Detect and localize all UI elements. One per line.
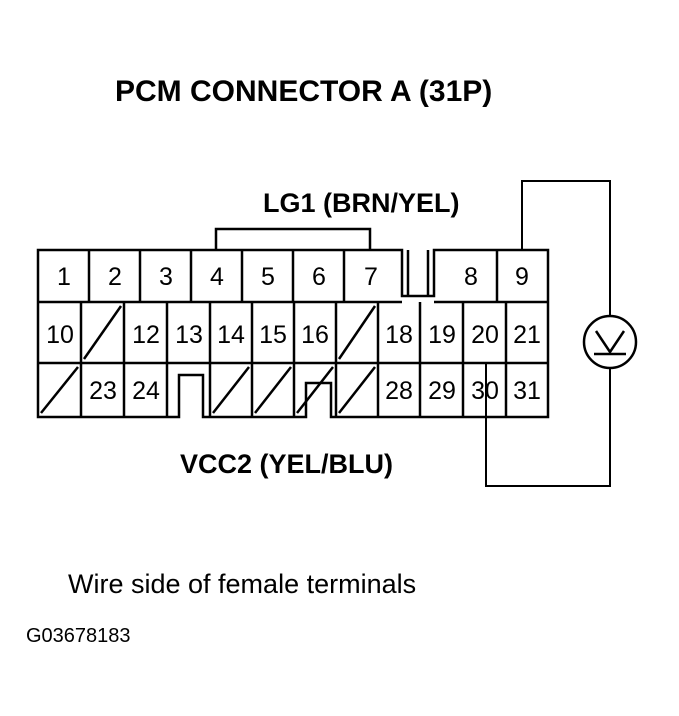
pin-label: 2 bbox=[108, 263, 122, 291]
pin-label: 15 bbox=[259, 321, 287, 349]
pin-label: 28 bbox=[385, 377, 413, 405]
diagram-title: PCM CONNECTOR A (31P) bbox=[115, 75, 492, 108]
pin-label: 23 bbox=[89, 377, 117, 405]
lg1-wire-label: LG1 (BRN/YEL) bbox=[263, 188, 460, 218]
voltmeter-icon bbox=[582, 314, 638, 370]
pin-label: 9 bbox=[515, 263, 529, 291]
lg1-test-lead bbox=[521, 180, 611, 317]
pin-label: 19 bbox=[428, 321, 456, 349]
figure-code: G03678183 bbox=[26, 625, 131, 647]
pin-label: 5 bbox=[261, 263, 275, 291]
pin-label: 4 bbox=[210, 263, 224, 291]
pin-label: 24 bbox=[132, 377, 160, 405]
pin-label: 8 bbox=[464, 263, 478, 291]
row3-cell-dividers bbox=[79, 363, 508, 417]
row1-cell-dividers bbox=[87, 250, 499, 302]
pin-label: 10 bbox=[46, 321, 74, 349]
vcc2-test-lead bbox=[485, 363, 611, 487]
pin-label: 14 bbox=[217, 321, 245, 349]
pin-label: 7 bbox=[364, 263, 378, 291]
row2-pin-labels: 10 12 13 14 15 16 18 19 20 21 bbox=[46, 321, 541, 349]
unused-cavity-slashes bbox=[40, 305, 377, 414]
pin-label: 3 bbox=[159, 263, 173, 291]
caption: Wire side of female terminals bbox=[68, 569, 416, 599]
connector-body bbox=[36, 248, 550, 419]
pin-label: 16 bbox=[301, 321, 329, 349]
connector-latch-top bbox=[214, 227, 372, 250]
pin-label: 13 bbox=[175, 321, 203, 349]
vcc2-wire-label: VCC2 (YEL/BLU) bbox=[180, 449, 393, 479]
pin-label: 20 bbox=[471, 321, 499, 349]
pin-label: 1 bbox=[57, 263, 71, 291]
row1-pin-labels: 1 2 3 4 5 6 7 8 9 bbox=[57, 263, 529, 291]
pin-label: 18 bbox=[385, 321, 413, 349]
pin-label: 31 bbox=[513, 377, 541, 405]
pin-label: 29 bbox=[428, 377, 456, 405]
pin-label: 21 bbox=[513, 321, 541, 349]
row2-cell-dividers bbox=[79, 302, 508, 363]
pin-label: 6 bbox=[312, 263, 326, 291]
pin-label: 12 bbox=[132, 321, 160, 349]
